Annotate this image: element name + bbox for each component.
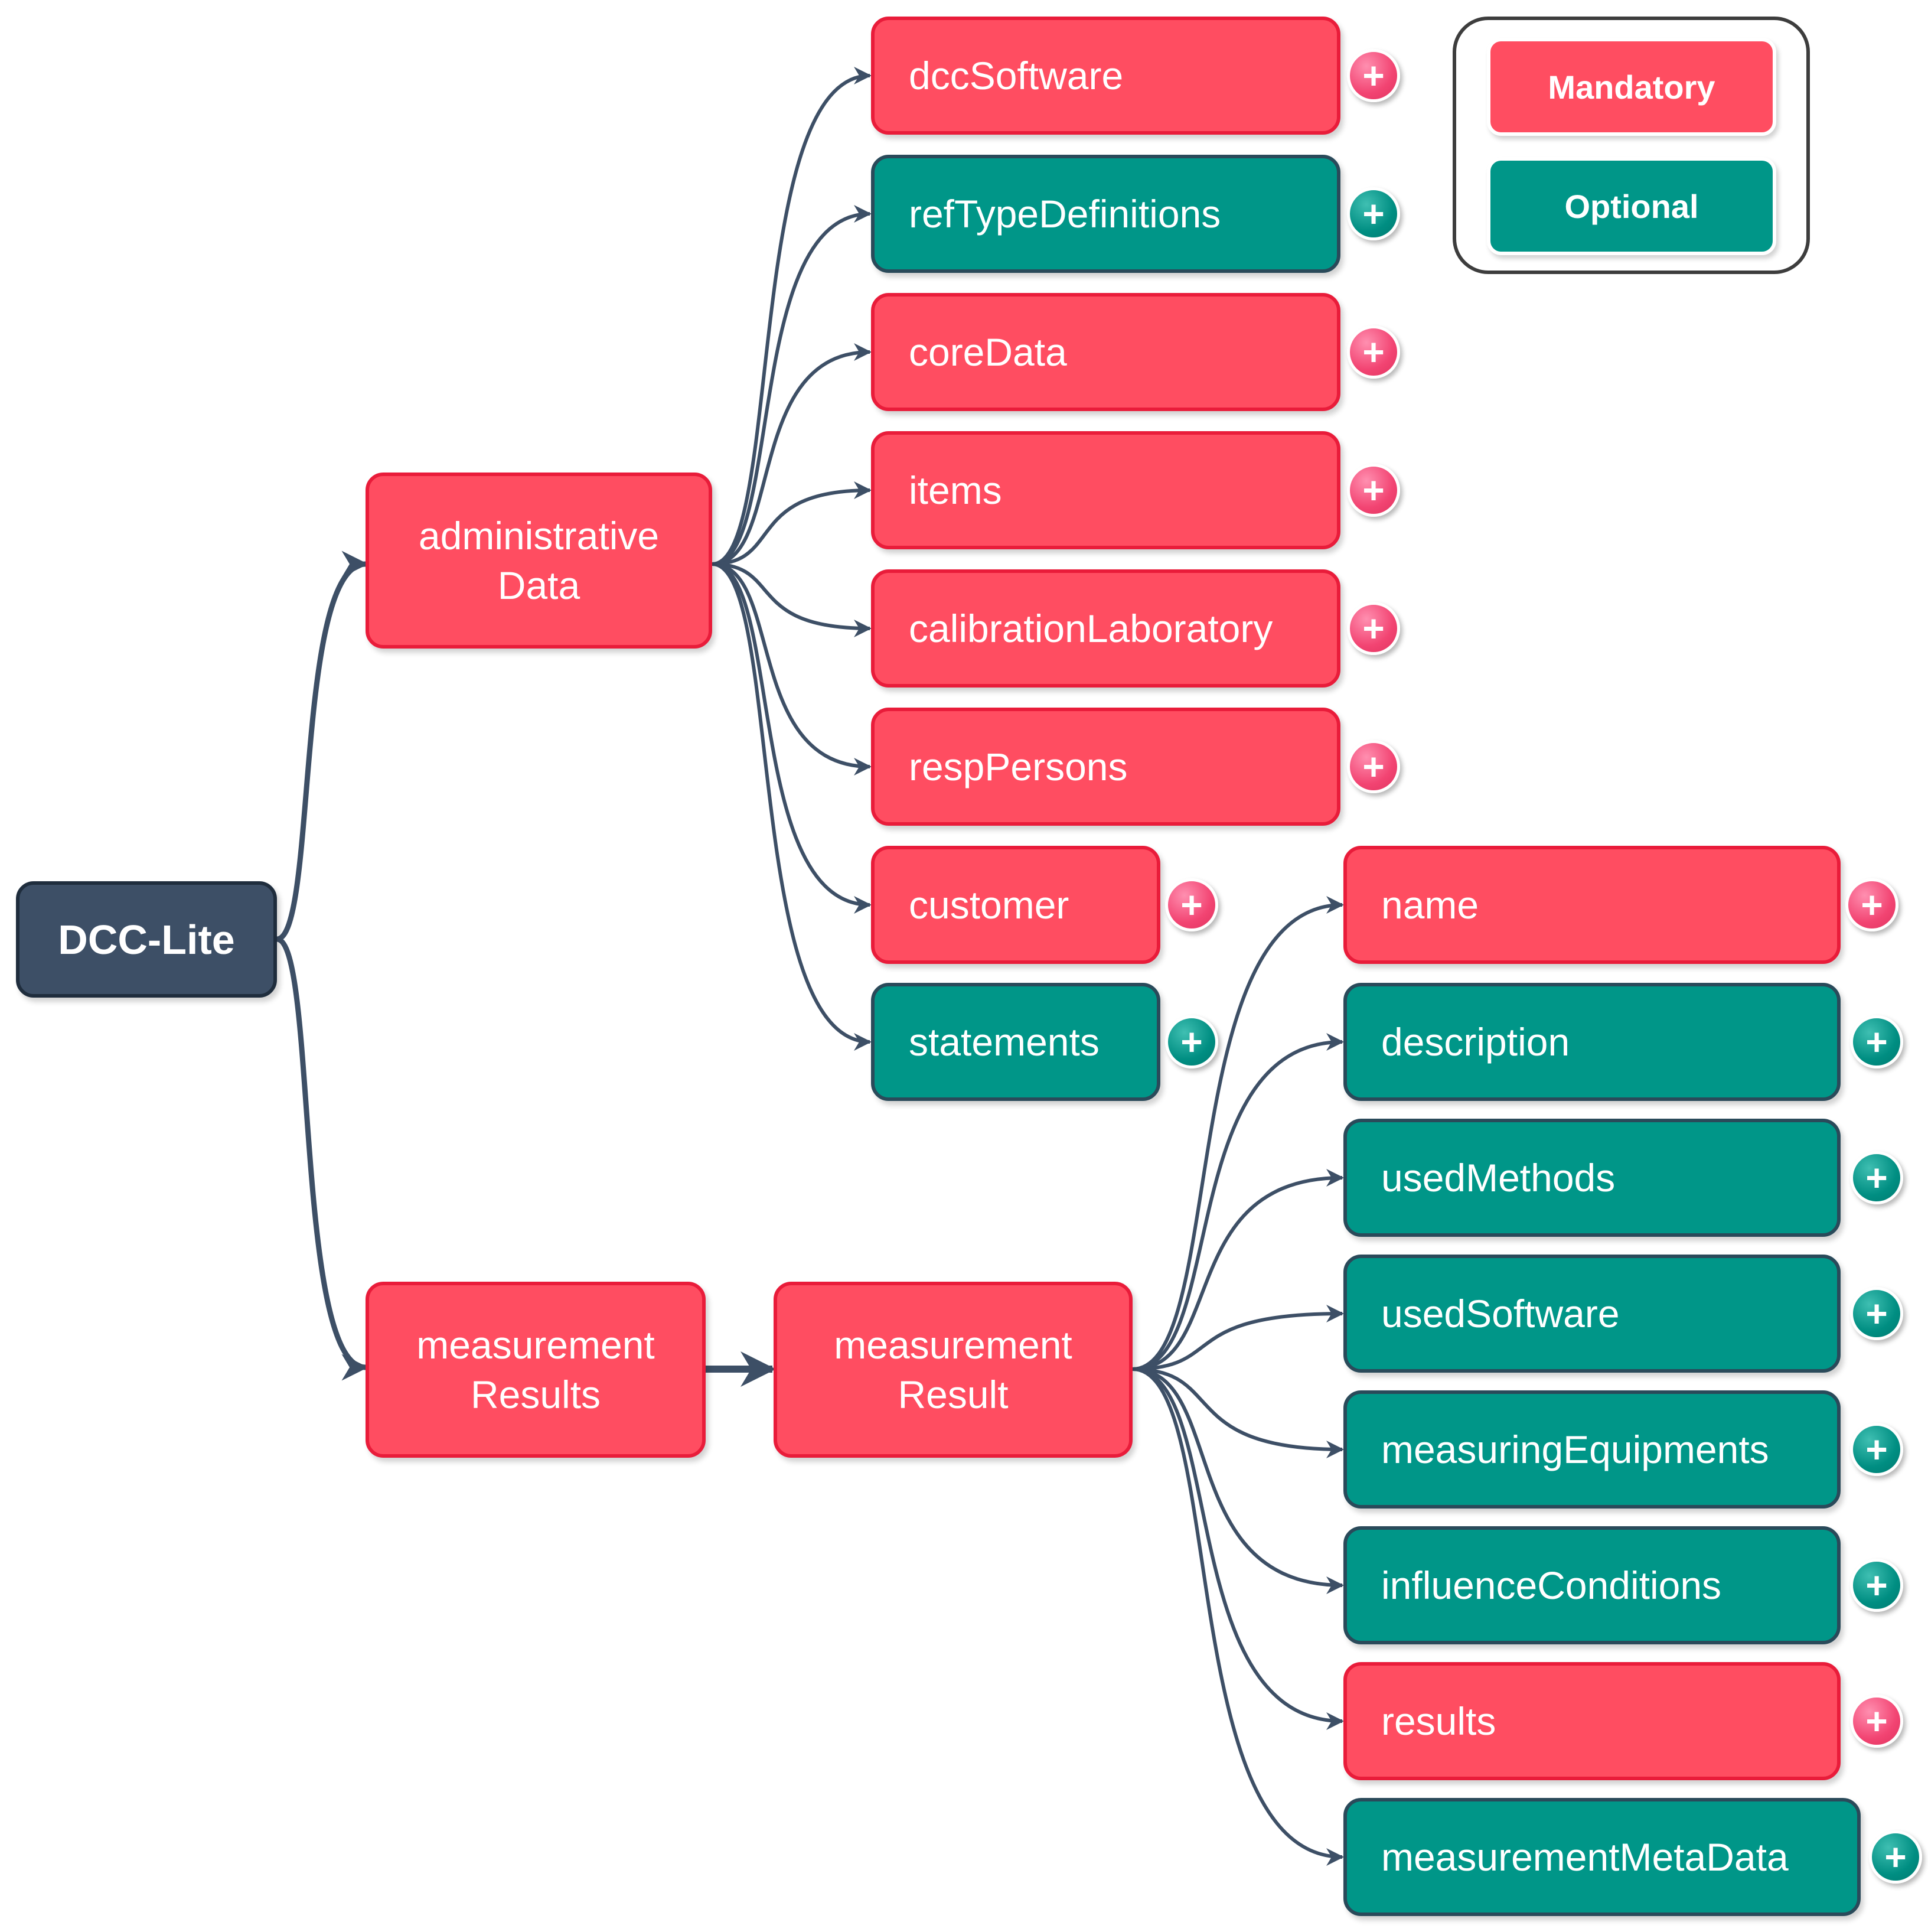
node-dcc-software[interactable]: dccSoftware [871,17,1340,135]
expand-plus-icon[interactable]: + [1347,325,1400,379]
connector-result-child-0 [1132,896,1344,1371]
node-label: measuringEquipments [1381,1428,1769,1471]
connector-admin-child-1 [712,205,872,566]
connector-result-child-3 [1132,1305,1344,1371]
node-label: calibrationLaboratory [909,607,1273,650]
node-customer[interactable]: customer [871,846,1160,964]
node-label: measurementMetaData [1381,1835,1789,1879]
administrative-data-node[interactable]: administrative Data [366,473,712,649]
node-label: usedMethods [1381,1156,1616,1200]
node-label: coreData [909,330,1067,374]
legend: Mandatory Optional [1453,17,1810,274]
legend-mandatory-label: Mandatory [1548,68,1715,106]
connector-admin-child-6 [712,562,872,914]
node-measurement-meta-data[interactable]: measurementMetaData [1343,1798,1861,1916]
legend-optional: Optional [1487,157,1776,255]
node-influence-conditions[interactable]: influenceConditions [1343,1526,1841,1644]
node-label: usedSoftware [1381,1292,1620,1335]
measurement-result-label: measurement Result [834,1323,1072,1416]
node-label: dccSoftware [909,54,1124,97]
node-calibration-laboratory[interactable]: calibrationLaboratory [871,569,1340,688]
node-core-data[interactable]: coreData [871,293,1340,411]
expand-plus-icon[interactable]: + [1347,740,1400,793]
connector-admin-child-3 [712,481,872,566]
expand-plus-icon[interactable]: + [1850,1287,1903,1340]
measurement-results-node[interactable]: measurement Results [366,1282,706,1458]
root-node[interactable]: DCC-Lite [16,881,277,998]
node-label: respPersons [909,745,1128,789]
node-label: refTypeDefinitions [909,192,1221,236]
expand-plus-icon[interactable]: + [1165,1015,1218,1068]
node-measuring-equipments[interactable]: measuringEquipments [1343,1390,1841,1509]
node-ref-type-definitions[interactable]: refTypeDefinitions [871,155,1340,273]
connector-result-child-7 [1132,1367,1344,1866]
administrative-data-label: administrative Data [418,514,660,607]
node-used-methods[interactable]: usedMethods [1343,1119,1841,1237]
connector-admin-child-2 [712,343,872,566]
expand-plus-icon[interactable]: + [1845,878,1898,931]
node-label: name [1381,883,1479,927]
expand-plus-icon[interactable]: + [1347,49,1400,102]
connector-result-child-6 [1132,1367,1344,1730]
node-resp-persons[interactable]: respPersons [871,708,1340,826]
measurement-result-node[interactable]: measurement Result [774,1282,1133,1458]
node-statements[interactable]: statements [871,983,1160,1101]
expand-plus-icon[interactable]: + [1850,1423,1903,1476]
expand-plus-icon[interactable]: + [1347,464,1400,517]
expand-plus-icon[interactable]: + [1850,1015,1903,1068]
expand-plus-icon[interactable]: + [1869,1830,1922,1884]
node-label: influenceConditions [1381,1563,1722,1607]
connector-admin-child-4 [712,562,872,637]
connector-admin-child-0 [712,67,872,566]
connector-result-child-4 [1132,1367,1344,1458]
connector-root-administrative [276,550,368,942]
node-name[interactable]: name [1343,846,1841,964]
node-label: customer [909,883,1069,927]
node-label: statements [909,1020,1100,1064]
node-description[interactable]: description [1343,983,1841,1101]
connector-admin-child-7 [712,562,872,1051]
connector-result-child-5 [1132,1367,1344,1594]
expand-plus-icon[interactable]: + [1347,187,1400,240]
node-label: results [1381,1699,1496,1743]
node-results[interactable]: results [1343,1662,1841,1780]
node-used-software[interactable]: usedSoftware [1343,1255,1841,1373]
connector-admin-child-5 [712,562,872,776]
connector-root-measurement-results [276,936,368,1381]
node-label: items [909,468,1002,512]
expand-plus-icon[interactable]: + [1165,878,1218,931]
expand-plus-icon[interactable]: + [1850,1151,1903,1204]
expand-plus-icon[interactable]: + [1347,602,1400,655]
connector-result-child-2 [1132,1169,1344,1371]
expand-plus-icon[interactable]: + [1850,1695,1903,1748]
measurement-results-label: measurement Results [416,1323,655,1416]
expand-plus-icon[interactable]: + [1850,1559,1903,1612]
node-label: description [1381,1020,1570,1064]
legend-mandatory: Mandatory [1487,38,1776,136]
node-items[interactable]: items [871,431,1340,549]
legend-optional-label: Optional [1564,187,1699,225]
connector-result-child-1 [1132,1033,1344,1371]
root-node-label: DCC-Lite [58,916,235,963]
